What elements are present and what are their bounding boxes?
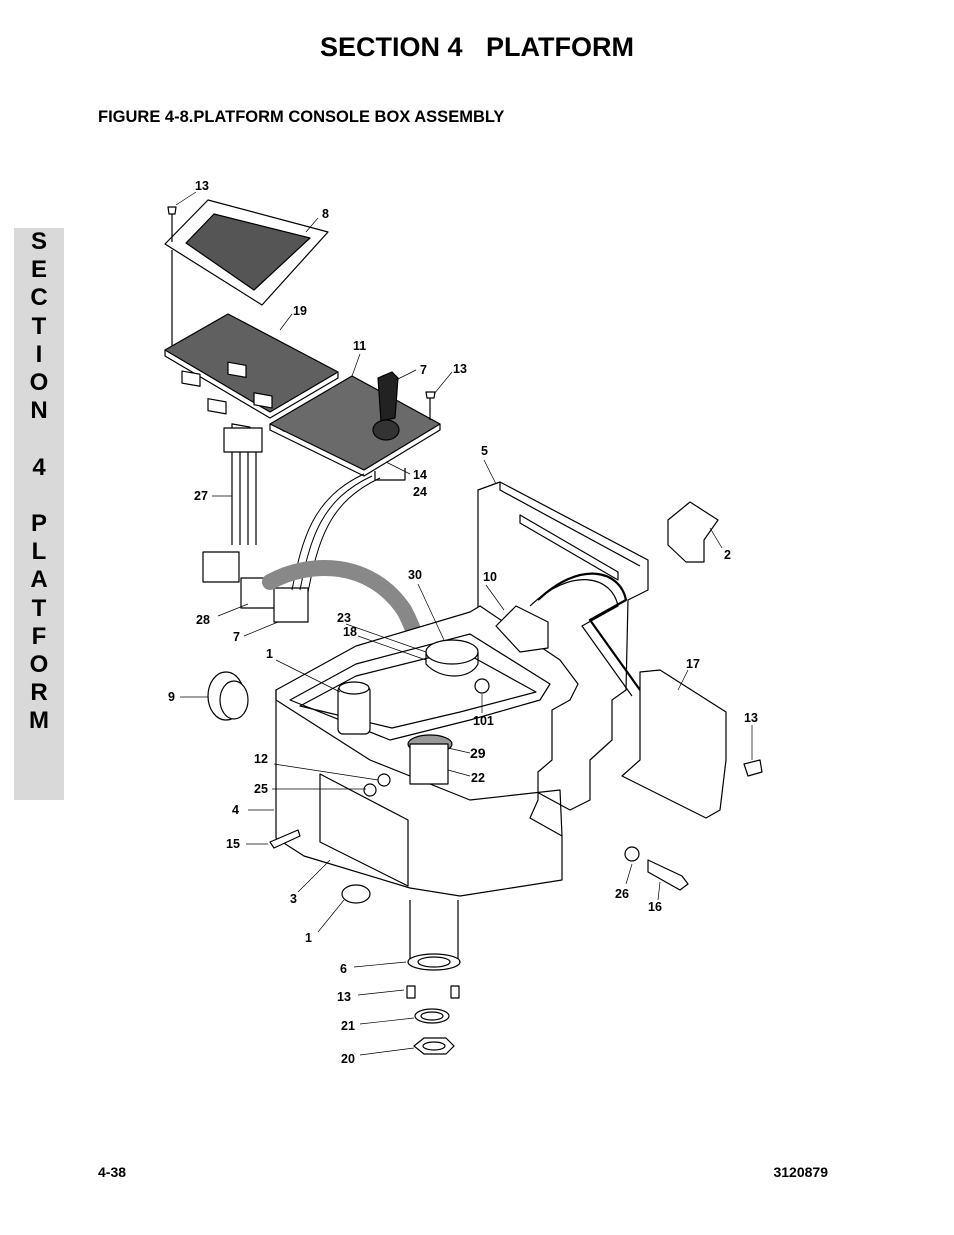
emergency-stop xyxy=(495,605,549,653)
decal-panel xyxy=(164,313,339,413)
side-tab-letter: T xyxy=(31,312,47,340)
key-switch xyxy=(425,639,479,665)
hex-nut xyxy=(413,1037,455,1055)
section-side-tab: S E C T I O N 4 P L A T F O R M xyxy=(14,228,64,800)
callout-label: 25 xyxy=(254,782,268,796)
side-tab-letter: C xyxy=(30,284,48,312)
grommet xyxy=(341,884,371,904)
callout-label: 7 xyxy=(420,363,427,377)
section-word: SECTION 4 xyxy=(319,32,463,62)
callout-label: 13 xyxy=(337,990,351,1004)
callout-label: 26 xyxy=(615,887,629,901)
callout-label: 5 xyxy=(481,444,488,458)
section-title: SECTION 4 PLATFORM xyxy=(0,32,954,63)
joystick-boot xyxy=(372,419,400,441)
side-tab-letter: E xyxy=(30,256,47,284)
side-guard-plate xyxy=(621,669,727,819)
side-tab-letter: I xyxy=(35,340,43,368)
harness-connector-upper xyxy=(223,427,263,453)
callout-label: 1 xyxy=(305,931,312,945)
side-tab-letter: R xyxy=(30,679,48,707)
callout-label: 20 xyxy=(341,1052,355,1066)
side-tab-letter: 4 xyxy=(32,453,46,481)
callout-label: 22 xyxy=(471,771,485,785)
cover-window xyxy=(185,213,311,291)
callout-label: 16 xyxy=(648,900,662,914)
callout-label: 21 xyxy=(341,1019,355,1033)
bracket-clip xyxy=(667,501,719,563)
screw-top xyxy=(167,206,177,215)
callout-labels: 13 8 19 11 7 13 5 14 24 27 2 30 10 28 23… xyxy=(168,179,758,1066)
section-name: PLATFORM xyxy=(486,32,635,62)
callout-label: 24 xyxy=(413,485,427,499)
callout-label: 30 xyxy=(408,568,422,582)
callout-label: 13 xyxy=(195,179,209,193)
callout-label: 14 xyxy=(413,468,427,482)
callout-label: 7 xyxy=(233,630,240,644)
harness-connector-lower xyxy=(202,551,240,583)
round-connector-body xyxy=(409,743,449,785)
column-ring xyxy=(407,953,461,971)
callout-label: 18 xyxy=(343,625,357,639)
callout-label: 9 xyxy=(168,690,175,704)
callout-label: 15 xyxy=(226,837,240,851)
screw-side xyxy=(269,829,301,849)
side-tab-letter: A xyxy=(30,566,48,594)
callout-label: 101 xyxy=(473,714,494,728)
diagram-artwork xyxy=(164,199,763,1055)
joystick-handle xyxy=(377,371,399,422)
cover-plate xyxy=(164,199,329,306)
side-tab-letter: P xyxy=(30,510,47,538)
side-tab-letter: O xyxy=(29,651,49,679)
indicator-lamp xyxy=(474,678,490,694)
callout-label: 10 xyxy=(483,570,497,584)
side-tab-letter: O xyxy=(29,369,49,397)
side-tab-letter: S xyxy=(30,228,47,255)
document-number: 3120879 xyxy=(773,1164,828,1180)
side-tab-letter: L xyxy=(31,538,47,566)
callout-label: 1 xyxy=(266,647,273,661)
page-number: 4-38 xyxy=(98,1164,127,1180)
callout-label: 8 xyxy=(322,207,329,221)
callout-label: 13 xyxy=(453,362,467,376)
side-tab-letter: T xyxy=(31,594,47,622)
side-panel xyxy=(319,773,409,887)
callout-label: 6 xyxy=(340,962,347,976)
callout-label: 2 xyxy=(724,548,731,562)
callout-label: 23 xyxy=(337,611,351,625)
callout-label: 19 xyxy=(293,304,307,318)
figure-caption: FIGURE 4-8.PLATFORM CONSOLE BOX ASSEMBLY xyxy=(98,108,505,126)
callout-label: 11 xyxy=(353,339,366,353)
side-tab-letter: N xyxy=(30,397,48,425)
leader-lines xyxy=(175,191,753,1056)
star-washer xyxy=(624,846,640,862)
harness-plug-b xyxy=(273,587,309,623)
callout-label: 17 xyxy=(686,657,700,671)
callout-label: 3 xyxy=(290,892,297,906)
callout-label: 4 xyxy=(232,803,239,817)
side-tab-letter: F xyxy=(31,622,47,650)
hex-bolt xyxy=(647,859,689,891)
callout-label: 27 xyxy=(194,489,208,503)
callout-label: 12 xyxy=(254,752,268,766)
side-tab-letter: M xyxy=(29,707,49,735)
callout-label: 13 xyxy=(744,711,758,725)
lock-washer xyxy=(414,1008,450,1024)
callout-label: 29 xyxy=(470,745,486,761)
callout-label: 28 xyxy=(196,613,210,627)
